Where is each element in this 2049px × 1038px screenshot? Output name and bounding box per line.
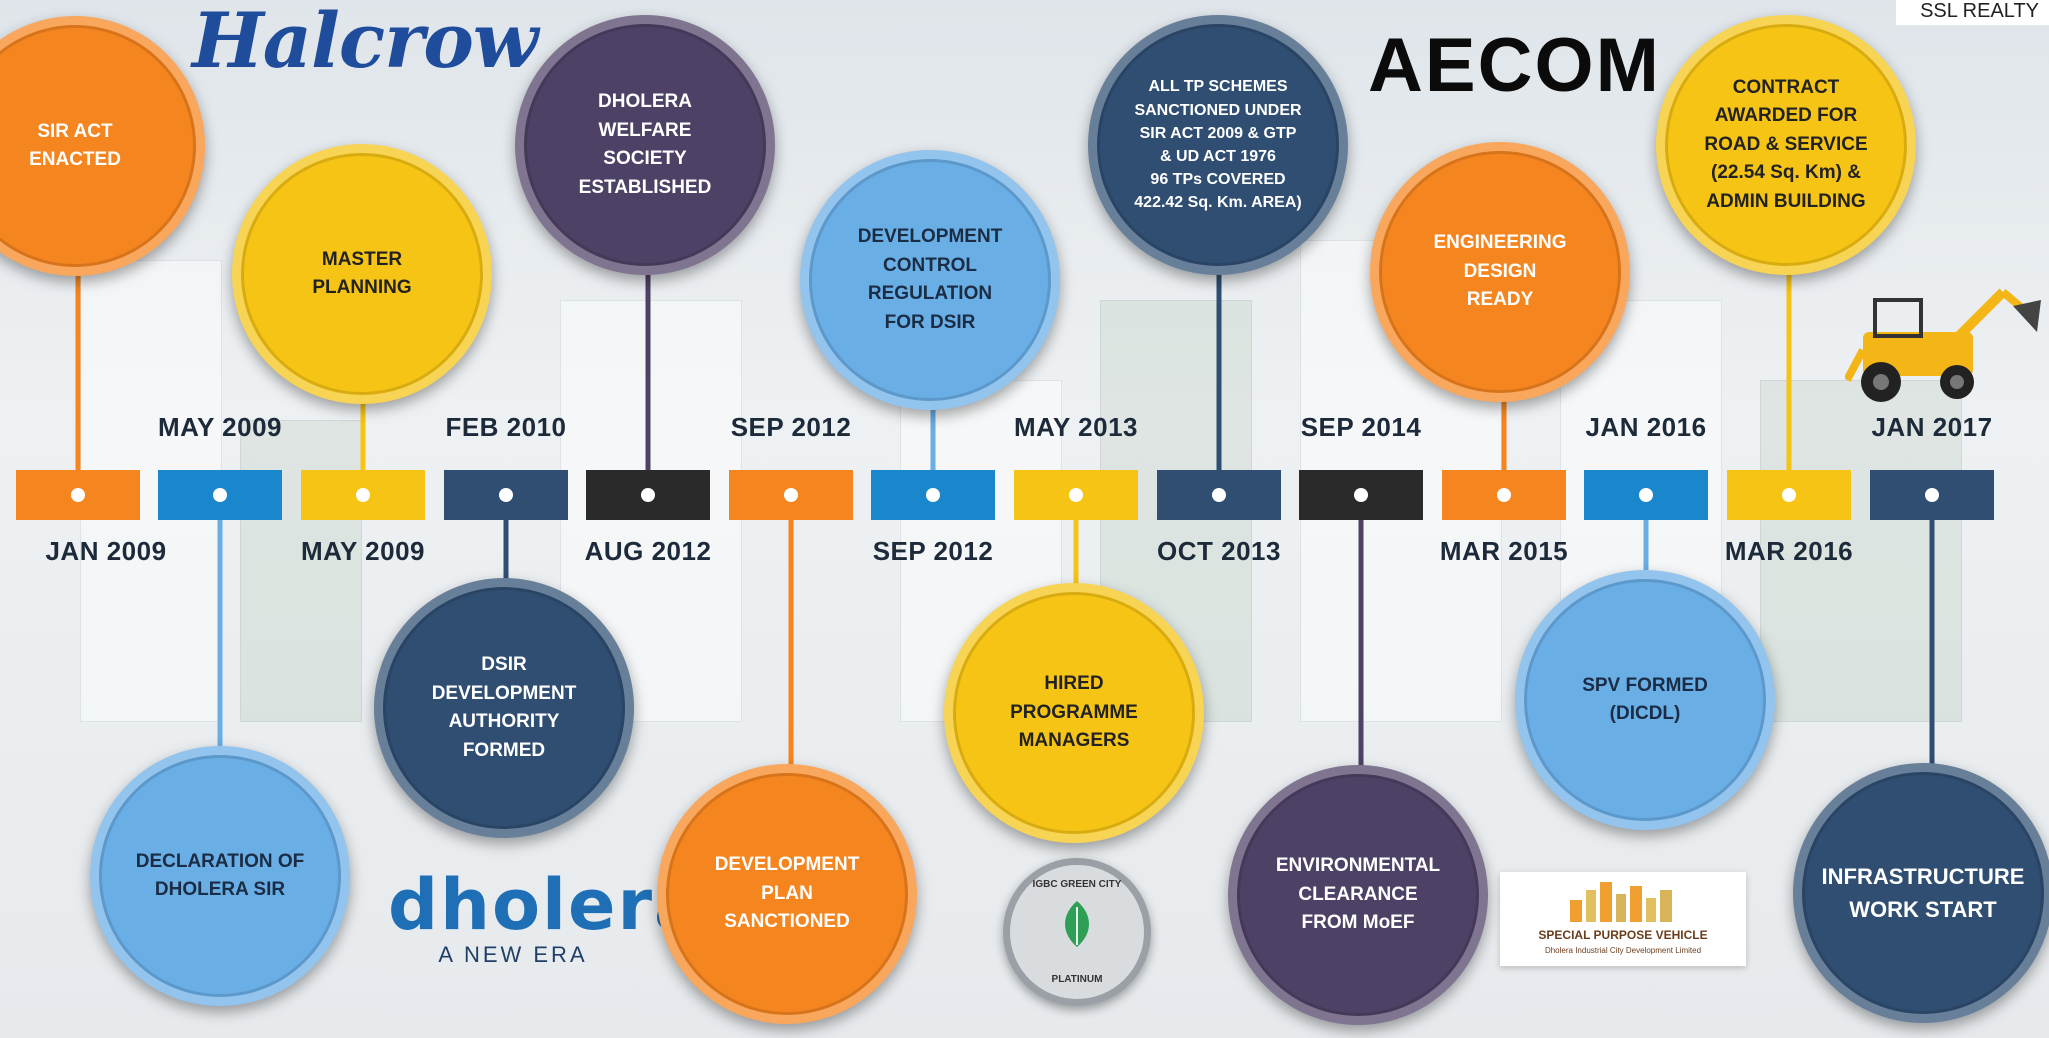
milestone-circle: DEVELOPMENT CONTROL REGULATION FOR DSIR — [800, 150, 1060, 410]
timeline-box — [586, 470, 710, 520]
timeline-box — [1584, 470, 1708, 520]
timeline-date: AUG 2012 — [584, 536, 712, 566]
aecom-logo: AECOM — [1368, 23, 1661, 108]
milestone-label: SPV FORMED (DICDL) — [1582, 674, 1708, 725]
timeline-dot — [1354, 488, 1368, 502]
milestone-label: CONTRACT AWARDED FOR ROAD & SERVICE (22.… — [1704, 76, 1868, 212]
timeline-dot — [1639, 488, 1653, 502]
milestone-label: HIRED PROGRAMME MANAGERS — [1010, 673, 1138, 752]
timeline-box — [871, 470, 995, 520]
dholera-logo-tagline: A NEW ERA — [438, 942, 588, 967]
igbc-badge-bottom-text: PLATINUM — [1051, 974, 1103, 985]
igbc-badge-top-text: IGBC GREEN CITY — [1032, 879, 1122, 890]
timeline-box — [1157, 470, 1281, 520]
background-building — [1760, 380, 1962, 722]
milestone-label: SIR ACT ENACTED — [29, 120, 121, 171]
milestone-label: DEVELOPMENT CONTROL REGULATION FOR DSIR — [857, 226, 1003, 333]
timeline-dot — [641, 488, 655, 502]
timeline-box — [729, 470, 853, 520]
milestone-circle: MASTER PLANNING — [232, 144, 492, 404]
timeline-box — [1014, 470, 1138, 520]
timeline-date: MAY 2009 — [158, 412, 282, 442]
milestone-circle: DSIR DEVELOPMENT AUTHORITY FORMED — [374, 578, 634, 838]
igbc-green-city-badge: IGBC GREEN CITY PLATINUM — [1003, 858, 1151, 1006]
timeline-date: SEP 2012 — [730, 412, 852, 442]
timeline-box — [1870, 470, 1994, 520]
milestone-label: ENVIRONMENTAL CLEARANCE FROM MoEF — [1275, 855, 1441, 934]
timeline-date: JAN 2017 — [1871, 412, 1993, 442]
milestone-circle: DHOLERA WELFARE SOCIETY ESTABLISHED — [515, 15, 775, 275]
timeline-date: JAN 2016 — [1585, 412, 1707, 442]
dholera-logo: dholera A NEW ERA — [388, 864, 704, 968]
milestone-label: DEVELOPMENT PLAN SANCTIONED — [714, 854, 860, 933]
leaf-icon — [1065, 901, 1089, 947]
watermark: SSL REALTY — [1896, 0, 2049, 25]
milestone-circle: ENGINEERING DESIGN READY — [1370, 142, 1630, 402]
spv-image: SPECIAL PURPOSE VEHICLE Dholera Industri… — [1500, 872, 1746, 966]
timeline-date: MAR 2016 — [1724, 536, 1854, 566]
spv-title: SPECIAL PURPOSE VEHICLE — [1538, 928, 1708, 942]
milestone-circle: CONTRACT AWARDED FOR ROAD & SERVICE (22.… — [1656, 15, 1916, 275]
timeline-date: SEP 2014 — [1300, 412, 1422, 442]
milestone-label: ALL TP SCHEMES SANCTIONED UNDER SIR ACT … — [1134, 78, 1302, 212]
timeline-dot — [784, 488, 798, 502]
timeline-dot — [1782, 488, 1796, 502]
timeline-dot — [1212, 488, 1226, 502]
timeline-box — [1727, 470, 1851, 520]
milestone-circle: DECLARATION OF DHOLERA SIR — [90, 746, 350, 1006]
timeline-box — [158, 470, 282, 520]
timeline-box — [16, 470, 140, 520]
milestone-label: DECLARATION OF DHOLERA SIR — [135, 850, 305, 901]
timeline-box — [1299, 470, 1423, 520]
milestone-label: MASTER PLANNING — [312, 248, 412, 299]
timeline-date: OCT 2013 — [1157, 536, 1281, 566]
milestone-circle: INFRASTRUCTURE WORK START — [1793, 763, 2049, 1023]
timeline-date: SEP 2012 — [872, 536, 994, 566]
timeline-date: MAY 2009 — [301, 536, 425, 566]
milestone-circle: DEVELOPMENT PLAN SANCTIONED — [657, 764, 917, 1024]
timeline-dot — [926, 488, 940, 502]
timeline-dot — [1925, 488, 1939, 502]
milestone-label: INFRASTRUCTURE WORK START — [1821, 864, 2025, 922]
timeline-dot — [1497, 488, 1511, 502]
dholera-logo-text: dholera — [388, 864, 704, 946]
timeline-dot — [213, 488, 227, 502]
timeline-box — [444, 470, 568, 520]
timeline-date: MAY 2013 — [1014, 412, 1138, 442]
excavator-icon — [1845, 288, 2041, 402]
milestone-circle: HIRED PROGRAMME MANAGERS — [944, 583, 1204, 843]
milestone-label: ENGINEERING DESIGN READY — [1433, 232, 1567, 311]
city-skyline-icon — [1570, 882, 1672, 922]
milestone-circle: ENVIRONMENTAL CLEARANCE FROM MoEF — [1228, 765, 1488, 1025]
milestone-circle: ALL TP SCHEMES SANCTIONED UNDER SIR ACT … — [1088, 15, 1348, 275]
halcrow-logo: Halcrow — [192, 0, 538, 85]
timeline-box — [1442, 470, 1566, 520]
timeline-date: JAN 2009 — [45, 536, 167, 566]
timeline-box — [301, 470, 425, 520]
timeline-date: FEB 2010 — [445, 412, 567, 442]
milestone-circle: SIR ACT ENACTED — [0, 16, 205, 276]
spv-subtitle: Dholera Industrial City Development Limi… — [1544, 946, 1702, 955]
timeline-dot — [1069, 488, 1083, 502]
milestone-label: DSIR DEVELOPMENT AUTHORITY FORMED — [431, 654, 577, 761]
milestone-circle: SPV FORMED (DICDL) — [1515, 570, 1775, 830]
timeline-dot — [71, 488, 85, 502]
timeline-dot — [356, 488, 370, 502]
timeline-dot — [499, 488, 513, 502]
milestone-label: DHOLERA WELFARE SOCIETY ESTABLISHED — [578, 91, 712, 198]
timeline-date: MAR 2015 — [1439, 536, 1569, 566]
